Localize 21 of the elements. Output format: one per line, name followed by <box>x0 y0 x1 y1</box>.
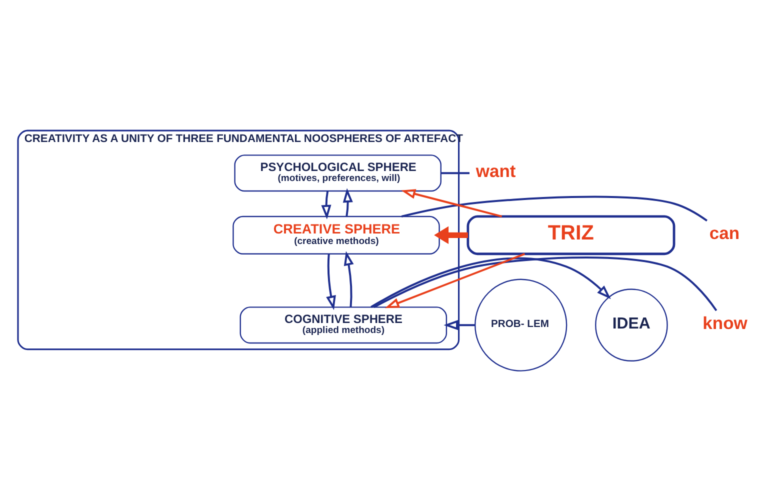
node-box: CREATIVE SPHERE (creative methods) <box>232 216 440 254</box>
node-box: PSYCHOLOGICAL SPHERE (motives, preferences, will) <box>234 154 442 192</box>
connector <box>401 196 708 222</box>
node-circle: PROB- LEM <box>474 278 568 372</box>
connector <box>373 256 718 312</box>
node-text: can <box>709 222 740 243</box>
arrow <box>370 257 611 308</box>
node-text: know <box>702 312 748 333</box>
arrow <box>321 190 332 220</box>
node-text: want <box>476 160 516 181</box>
arrow <box>434 226 468 244</box>
node-circle: IDEA <box>595 288 668 362</box>
arrow <box>401 189 502 218</box>
node-box: TRIZ <box>466 215 676 256</box>
arrow <box>326 254 336 310</box>
arrow <box>344 251 354 308</box>
arrow <box>384 253 526 308</box>
arrow <box>342 188 353 216</box>
arrow <box>444 320 476 330</box>
node-box: COGNITIVE SPHERE (applied methods) <box>240 306 448 344</box>
connector <box>441 172 470 174</box>
